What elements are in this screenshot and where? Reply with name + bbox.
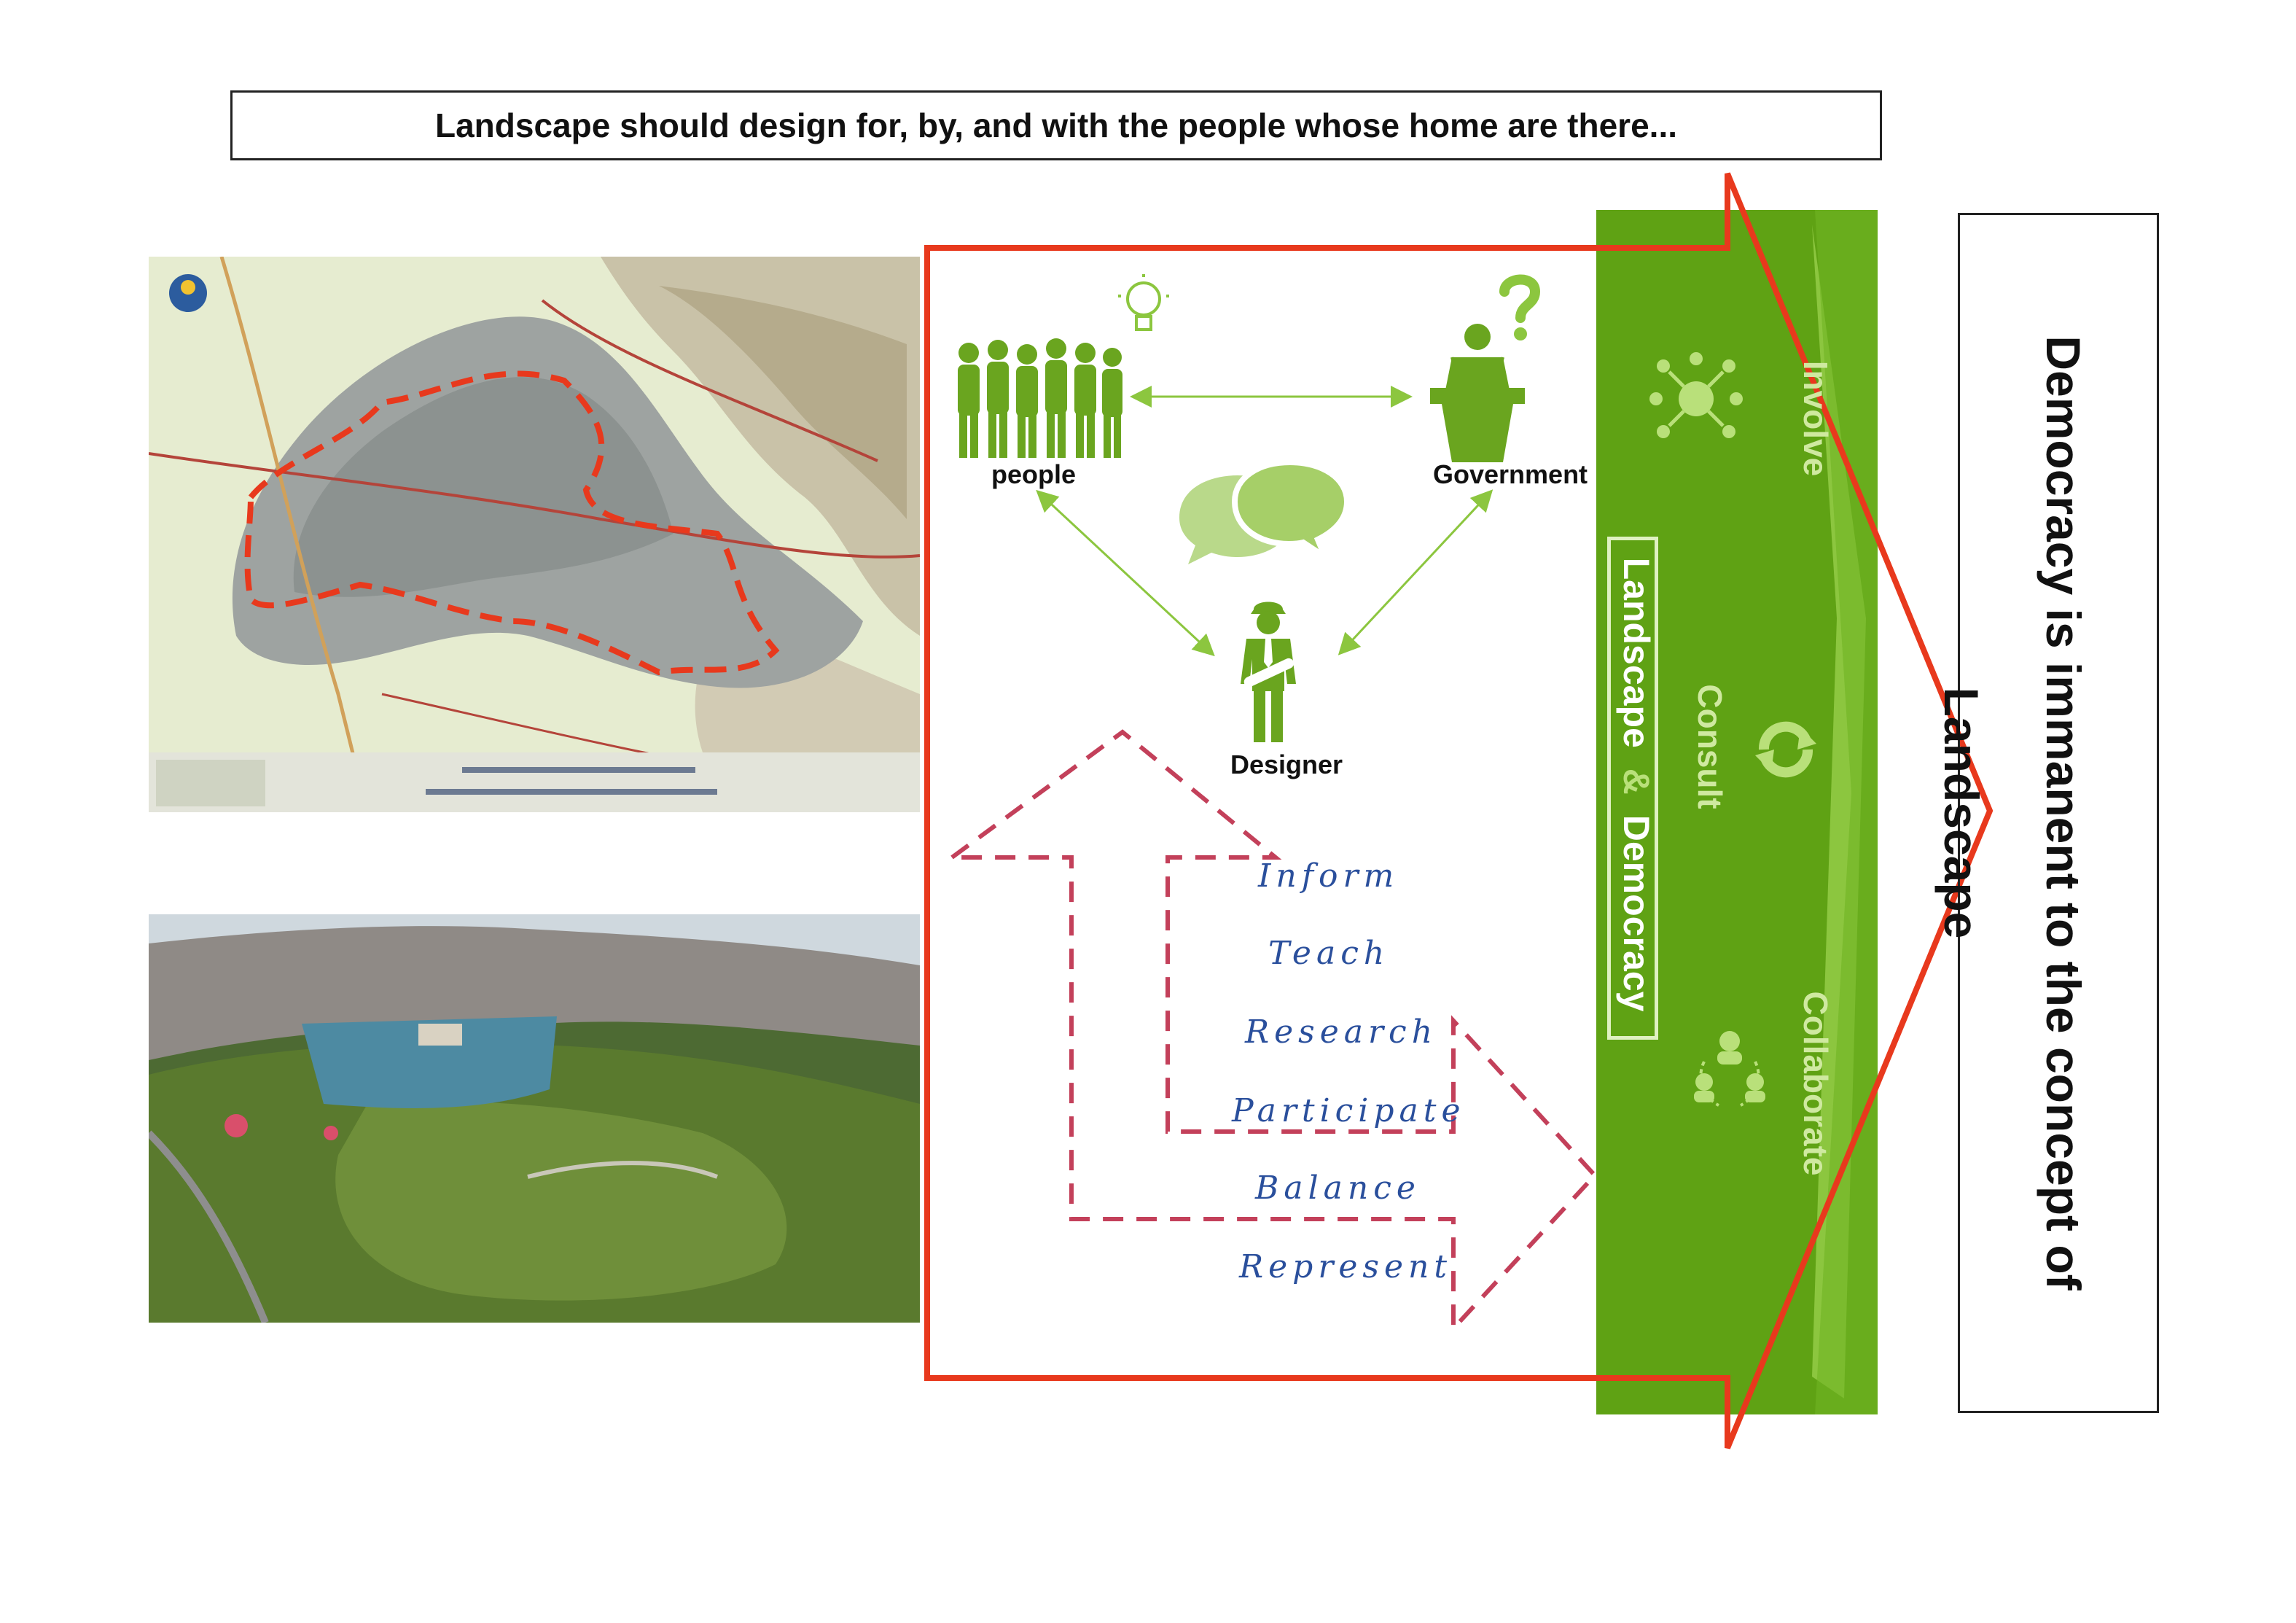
- top-banner: Landscape should design for, by, and wit…: [230, 90, 1882, 160]
- label-landscape: Landscape: [1616, 557, 1657, 748]
- word-research: Research: [1245, 1013, 1438, 1051]
- designer-icon: [1241, 602, 1296, 742]
- people-group-icon: [958, 338, 1122, 458]
- word-balance: Balance: [1255, 1169, 1421, 1207]
- people-label: people: [991, 459, 1077, 489]
- conclusion-line2: Landscape: [1934, 687, 1988, 939]
- word-teach: Teach: [1268, 935, 1390, 972]
- dashed-participation-arrow: [945, 729, 1598, 1334]
- consult-icon: [1755, 721, 1816, 778]
- word-represent: Represent: [1239, 1248, 1453, 1285]
- word-inform: Inform: [1258, 857, 1399, 895]
- aerial-park-image: [149, 914, 920, 1323]
- word-participate: Participate: [1232, 1092, 1466, 1129]
- stage-consult: Consult: [1691, 684, 1729, 809]
- lightbulb-icon: [1118, 274, 1169, 331]
- government-label: Government: [1433, 459, 1588, 489]
- actor-connectors: [1036, 386, 1493, 657]
- designer-label: Designer: [1230, 750, 1343, 779]
- label-democracy: Democracy: [1616, 814, 1657, 1012]
- government-podium-icon: [1430, 324, 1525, 462]
- main-red-arrow: [924, 172, 1994, 1449]
- landscape-democracy-label: Landscape & Democracy: [1607, 537, 1658, 1040]
- city-map-image: [149, 257, 920, 812]
- involve-icon: [1649, 352, 1743, 438]
- question-mark-icon: [1499, 274, 1541, 340]
- conclusion-line1: Democracy is immanent to the concept of: [2037, 335, 2090, 1291]
- conclusion-box: Democracy is immanent to the concept of …: [1934, 213, 2159, 1413]
- stage-involve: Involve: [1797, 360, 1835, 477]
- banner-text: Landscape should design for, by, and wit…: [435, 106, 1677, 144]
- label-ampersand: &: [1616, 768, 1657, 795]
- stage-collaborate: Collaborate: [1797, 991, 1835, 1176]
- green-band: [1596, 210, 1878, 1414]
- collaborate-icon: [1694, 1031, 1765, 1107]
